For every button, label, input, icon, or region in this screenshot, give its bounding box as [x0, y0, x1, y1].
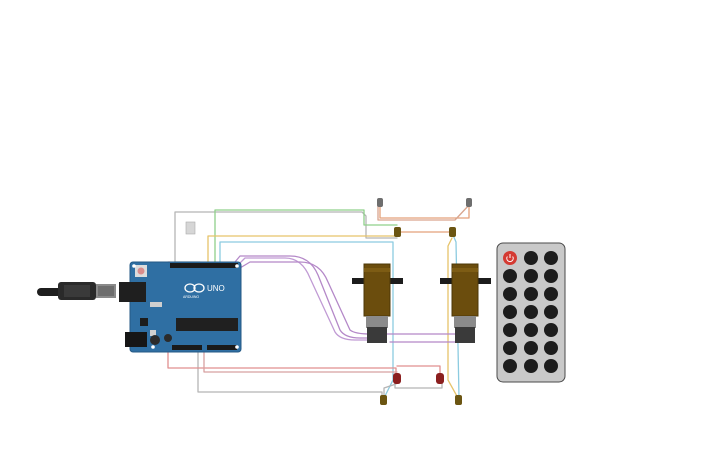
wire-red-3 [396, 365, 441, 377]
wire-orange-top [379, 205, 470, 219]
ir-receiver-4 [455, 395, 462, 405]
remote-key[interactable] [503, 341, 517, 355]
remote-key[interactable] [524, 323, 538, 337]
digital-header [170, 263, 238, 268]
wire-led-link [383, 383, 397, 396]
wire-gray-bottom [197, 349, 383, 399]
arduino-logo [184, 283, 205, 293]
motor-right[interactable] [440, 263, 491, 343]
wire-yellow-b [447, 237, 459, 399]
wire-yellow-a [207, 235, 397, 263]
wire-purple-3 [239, 261, 471, 335]
wire-purple-1 [234, 255, 369, 339]
remote-key[interactable] [544, 305, 558, 319]
photo-sensors[interactable] [377, 198, 472, 405]
photo-sensor-2 [466, 198, 472, 207]
analog-header [207, 345, 237, 350]
remote-key[interactable] [544, 323, 558, 337]
ir-receiver-2 [449, 227, 456, 237]
remote-key[interactable] [503, 287, 517, 301]
wire-purple-2 [237, 257, 369, 341]
remote-key[interactable] [544, 251, 558, 265]
remote-key[interactable] [503, 305, 517, 319]
arduino-board[interactable]: UNO ARDUINO [119, 261, 242, 353]
power-icon [506, 254, 514, 263]
remote-key[interactable] [503, 323, 517, 337]
wire-orange-b [377, 203, 471, 221]
led-left[interactable] [393, 373, 401, 384]
remote-key[interactable] [524, 359, 538, 373]
power-jack [125, 332, 147, 347]
remote-key[interactable] [544, 287, 558, 301]
remote-key[interactable] [544, 359, 558, 373]
wire-cyan-b [452, 234, 460, 399]
led-right[interactable] [436, 373, 444, 384]
motor-left[interactable] [352, 263, 403, 343]
usb-jack [119, 282, 146, 302]
photo-sensor-1 [377, 198, 383, 207]
remote-key[interactable] [544, 269, 558, 283]
remote-key[interactable] [544, 341, 558, 355]
remote-key[interactable] [524, 305, 538, 319]
atmega-chip [176, 318, 238, 331]
usb-cable [37, 282, 116, 300]
remote-key[interactable] [503, 359, 517, 373]
remote-key[interactable] [524, 287, 538, 301]
wire-green [214, 209, 398, 263]
remote-key[interactable] [503, 269, 517, 283]
brand-label: ARDUINO [183, 295, 199, 299]
wire-gray-led [394, 379, 443, 389]
remote-key[interactable] [524, 251, 538, 265]
ir-remote[interactable] [496, 242, 566, 383]
wire-red-2 [203, 349, 398, 373]
ir-receiver-1 [394, 227, 401, 237]
remote-keys [503, 251, 558, 373]
ir-receiver-3 [380, 395, 387, 405]
sensor-module[interactable] [185, 221, 196, 235]
remote-key[interactable] [524, 269, 538, 283]
model-label: UNO [207, 284, 225, 293]
remote-key[interactable] [524, 341, 538, 355]
power-header [172, 345, 202, 350]
